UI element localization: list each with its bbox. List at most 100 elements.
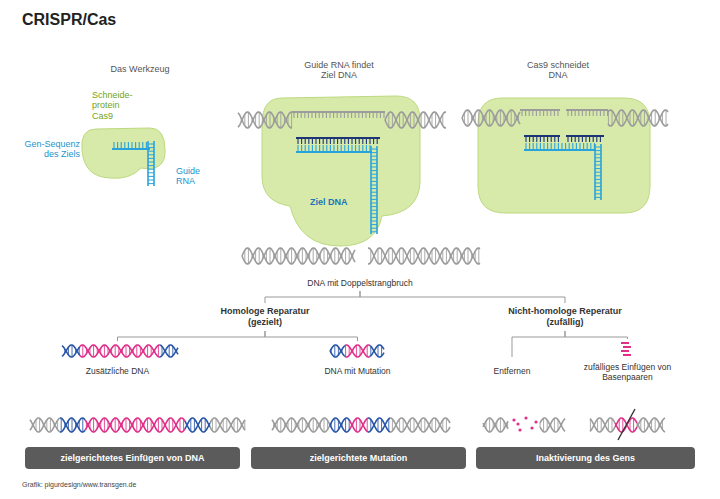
base-pair: [129, 347, 130, 355]
base-pair: [280, 112, 281, 128]
result-band: Inaktivierung des Gens: [476, 447, 695, 469]
base-pair: [352, 423, 353, 426]
base-pair: [100, 348, 101, 354]
rna-base: [371, 167, 377, 168]
rna-base: [148, 144, 154, 145]
base: [337, 138, 338, 144]
base-pair: [478, 110, 479, 126]
dna-strand: [608, 110, 668, 126]
base-pair: [486, 421, 487, 429]
base: [341, 145, 342, 152]
base: [315, 112, 316, 118]
base: [550, 110, 551, 116]
base-pair: [302, 248, 303, 264]
base: [117, 142, 118, 149]
base: [301, 112, 302, 118]
base-pair: [597, 419, 598, 431]
base: [561, 143, 562, 150]
rna-base: [148, 172, 154, 173]
base: [603, 110, 604, 116]
base-pair: [406, 255, 407, 257]
dna-strand: [238, 112, 292, 128]
base-pair: [316, 421, 317, 429]
base-pair: [331, 423, 332, 428]
base-pair: [435, 112, 436, 127]
base-pair: [601, 419, 602, 431]
base-pair: [75, 349, 76, 354]
rna-base: [595, 154, 601, 155]
base-pair: [169, 418, 170, 431]
dna-strand: [368, 418, 390, 432]
base-pair: [500, 110, 501, 126]
base-pair: [93, 418, 94, 432]
base-pair: [388, 249, 389, 263]
base-pair: [489, 418, 490, 432]
base-pair: [334, 418, 335, 432]
base: [575, 136, 576, 142]
base-pair: [507, 114, 508, 121]
base-pair: [446, 418, 447, 432]
base-pair: [190, 419, 191, 431]
base: [540, 136, 541, 142]
base-pair: [136, 418, 137, 432]
dna-strand: [590, 418, 615, 432]
base-pair: [295, 252, 296, 260]
base-pair: [248, 112, 249, 127]
base: [557, 110, 558, 116]
rna-base: [595, 175, 601, 176]
dna-strand: [370, 345, 384, 356]
base-pair: [511, 110, 512, 126]
base-pair: [421, 114, 422, 127]
rna-base: [148, 154, 154, 155]
step-label: Entfernen: [494, 366, 531, 376]
dna-strand: [608, 110, 668, 126]
base-pair: [478, 248, 479, 264]
base-pair: [637, 423, 638, 426]
dna-strand: [370, 346, 384, 357]
base: [135, 142, 136, 149]
base-pair: [540, 423, 541, 427]
base: [351, 138, 352, 144]
base: [348, 145, 349, 152]
base-pair: [284, 252, 285, 259]
base: [326, 138, 327, 144]
base-pair: [79, 347, 80, 354]
rna-base: [148, 183, 154, 184]
base-pair: [57, 420, 58, 429]
base: [585, 136, 586, 142]
rna-base: [595, 147, 601, 148]
base-pair: [406, 424, 407, 426]
base-pair: [464, 113, 465, 123]
rna-base: [371, 224, 377, 225]
base-pair: [403, 419, 404, 431]
base-pair: [428, 424, 429, 426]
inserted-base-pair: [623, 354, 631, 356]
base: [359, 145, 360, 152]
base: [121, 142, 122, 149]
base-pair: [126, 418, 127, 432]
base-pair: [615, 117, 616, 119]
base-pair: [306, 252, 307, 261]
base: [539, 110, 540, 116]
base: [323, 145, 324, 152]
dna-strand: [272, 418, 330, 432]
rna-base: [371, 213, 377, 214]
base-pair: [435, 418, 436, 431]
base: [369, 112, 370, 118]
base-pair: [97, 422, 98, 429]
base: [585, 110, 586, 116]
base: [113, 142, 114, 149]
base: [369, 138, 370, 144]
base-pair: [507, 422, 508, 428]
dna-strand: [637, 418, 665, 432]
inserted-base-pair: [621, 350, 629, 352]
base: [305, 138, 306, 144]
base: [532, 110, 533, 116]
base: [326, 112, 327, 118]
base-pair: [68, 421, 69, 430]
base-pair: [266, 251, 267, 261]
base-pair: [442, 420, 443, 430]
base: [366, 145, 367, 152]
base-pair: [54, 423, 55, 427]
base-pair: [144, 349, 145, 352]
